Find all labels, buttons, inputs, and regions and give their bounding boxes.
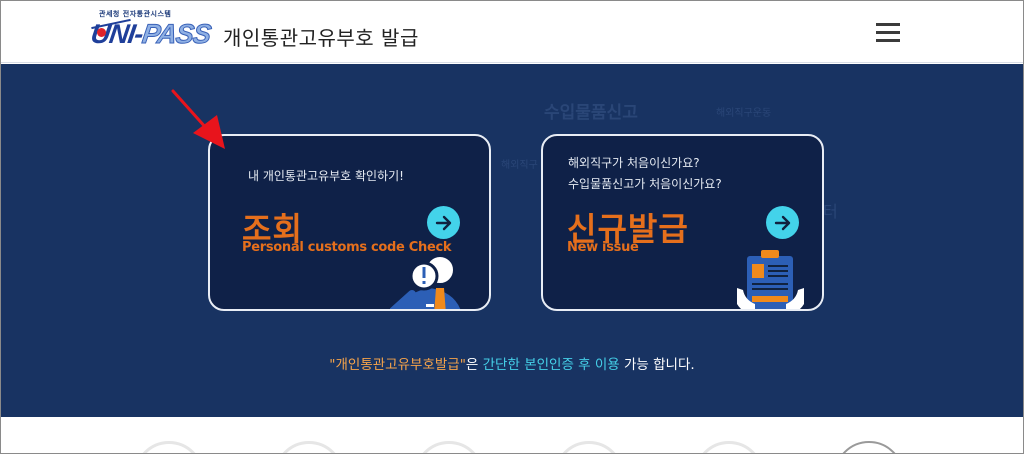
background-text: 해외직구운동 [716,108,772,119]
logo-red-dot-icon [97,28,106,37]
arrow-right-glyph [774,215,790,230]
page-title: 개인통관고유부호 발급 [223,26,419,50]
background-text: 터 [823,202,838,221]
service-circle-icon[interactable] [554,441,624,453]
logo-pass: PASS [140,19,213,50]
hamburger-menu-icon[interactable] [876,23,900,43]
service-circle-icon[interactable] [274,441,344,453]
background-text: 해외직구 [501,160,538,171]
unipass-logo[interactable]: 관세청 전자통관시스템 UNI-PASS [89,9,215,55]
service-circle-icon[interactable] [694,441,764,453]
card-subtitle: 내 개인통관고유부호 확인하기! [248,166,404,187]
menu-bar [876,31,900,34]
service-circle-icon[interactable] [834,441,904,453]
logo-subtitle: 관세청 전자통관시스템 [99,10,172,18]
service-circle-icon[interactable] [134,441,204,453]
card-subtitle-line: 해외직구가 처음이신가요? [568,156,700,170]
card-title: 신규발급 [567,210,689,248]
hero-section: 수입물품신고 해외직구운동 터 해외직구 내 개인통관고유부호 확인하기! 조회… [1,64,1023,417]
arrow-right-icon[interactable] [427,206,460,239]
card-english-title: New issue [567,240,639,255]
card-title: 조회 [242,210,303,248]
card-subtitle-line: 수입물품신고가 처음이신가요? [568,177,722,191]
card-subtitle-line: 내 개인통관고유부호 확인하기! [248,169,404,183]
bottom-section [1,417,1023,453]
menu-bar [876,39,900,42]
arrow-right-glyph [435,215,451,230]
notice-text-part: 가능 합니다. [619,357,695,373]
notice-service-name: "개인통관고유부호발급" [329,357,466,373]
clipboard-hands-icon [737,250,804,309]
service-circle-icon[interactable] [414,441,484,453]
notice-text: "개인통관고유부호발급"은 간단한 본인인증 후 이용 가능 합니다. [1,353,1023,373]
magnifier-person-icon [390,255,461,309]
check-code-card[interactable]: 내 개인통관고유부호 확인하기! 조회 Personal customs cod… [208,134,491,311]
background-text: 수입물품신고 [544,103,638,123]
header: 관세청 전자통관시스템 UNI-PASS 개인통관고유부호 발급 [1,1,1023,63]
card-subtitle: 해외직구가 처음이신가요? 수입물품신고가 처음이신가요? [568,153,722,195]
arrow-right-icon[interactable] [766,206,799,239]
notice-highlight: 간단한 본인인증 후 이용 [482,357,620,373]
new-issue-card[interactable]: 해외직구가 처음이신가요? 수입물품신고가 처음이신가요? 신규발급 New i… [541,134,824,311]
card-english-title: Personal customs code Check [242,240,452,255]
logo-wordmark: UNI-PASS [89,19,213,50]
notice-text-part: 은 [465,357,483,373]
menu-bar [876,23,900,26]
